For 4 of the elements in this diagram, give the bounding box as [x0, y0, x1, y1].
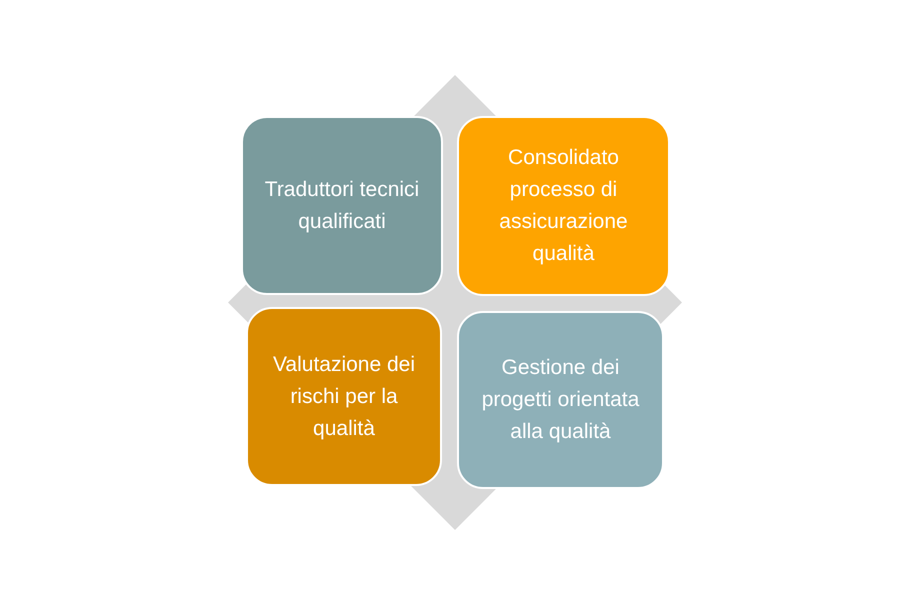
box-text: Traduttori tecnici qualificati: [264, 176, 420, 234]
box-text: Valutazione dei rischi per la qualità: [272, 352, 416, 442]
box-text: Consolidato processo di assicurazione qualità: [498, 145, 629, 267]
box-text: Gestione dei progetti orientata alla qualità: [480, 355, 640, 445]
